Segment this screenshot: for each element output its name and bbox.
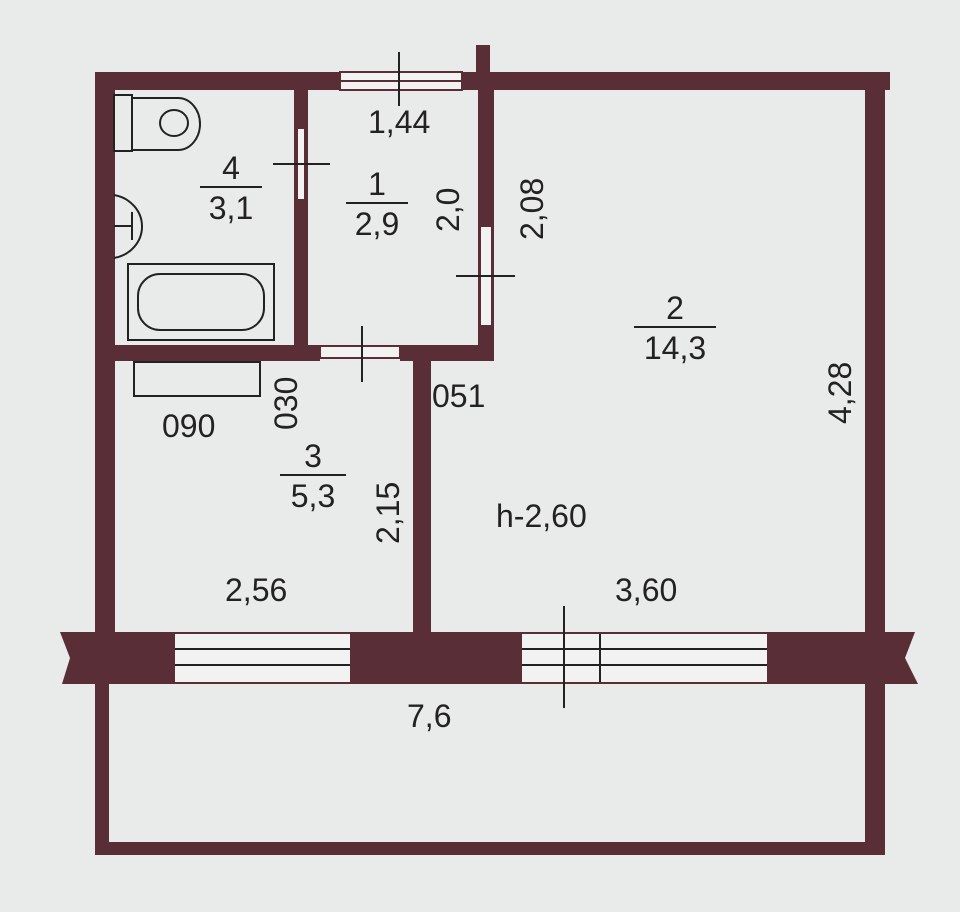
dim-room3-height: 2,15 — [370, 481, 406, 544]
door-room2 — [456, 225, 515, 327]
room-3-area: 5,3 — [280, 474, 346, 512]
dim-code-090: 090 — [162, 408, 216, 444]
room-4-area: 3,1 — [200, 186, 262, 224]
bathtub-icon — [127, 263, 275, 341]
dim-code-030: 030 — [268, 376, 304, 430]
dim-room3-width: 2,56 — [225, 572, 288, 608]
dim-balcony-width: 7,6 — [407, 698, 452, 734]
room-3-number: 3 — [304, 438, 322, 474]
outer-walls — [95, 72, 890, 855]
room-2-label: 2 14,3 — [634, 292, 716, 364]
closet-outline — [133, 361, 261, 397]
dim-room2-width: 3,60 — [615, 572, 678, 608]
room-2-area: 14,3 — [634, 326, 716, 364]
door-bathroom — [273, 127, 330, 201]
room-1-number: 1 — [368, 166, 386, 202]
room-1-area: 2,9 — [346, 202, 408, 240]
toilet-icon — [113, 94, 201, 152]
dim-code-051: 051 — [432, 378, 486, 414]
dim-ceiling-height: h-2,60 — [496, 498, 587, 534]
sink-icon — [113, 194, 144, 259]
dim-corridor-top-width: 1,44 — [368, 104, 431, 140]
dim-door-width-room1: 2,08 — [514, 177, 550, 240]
dim-room2-height: 4,28 — [822, 361, 858, 424]
room-4-label: 4 3,1 — [200, 152, 262, 224]
room-2-number: 2 — [666, 290, 684, 326]
door-room3 — [319, 326, 401, 382]
room-4-number: 4 — [222, 150, 240, 186]
dim-corridor-height: 2,0 — [430, 187, 466, 232]
front-wall — [60, 606, 918, 708]
top-wall-post — [476, 45, 490, 90]
room-3-label: 3 5,3 — [280, 440, 346, 512]
top-window — [339, 52, 463, 106]
room-1-label: 1 2,9 — [346, 168, 408, 240]
